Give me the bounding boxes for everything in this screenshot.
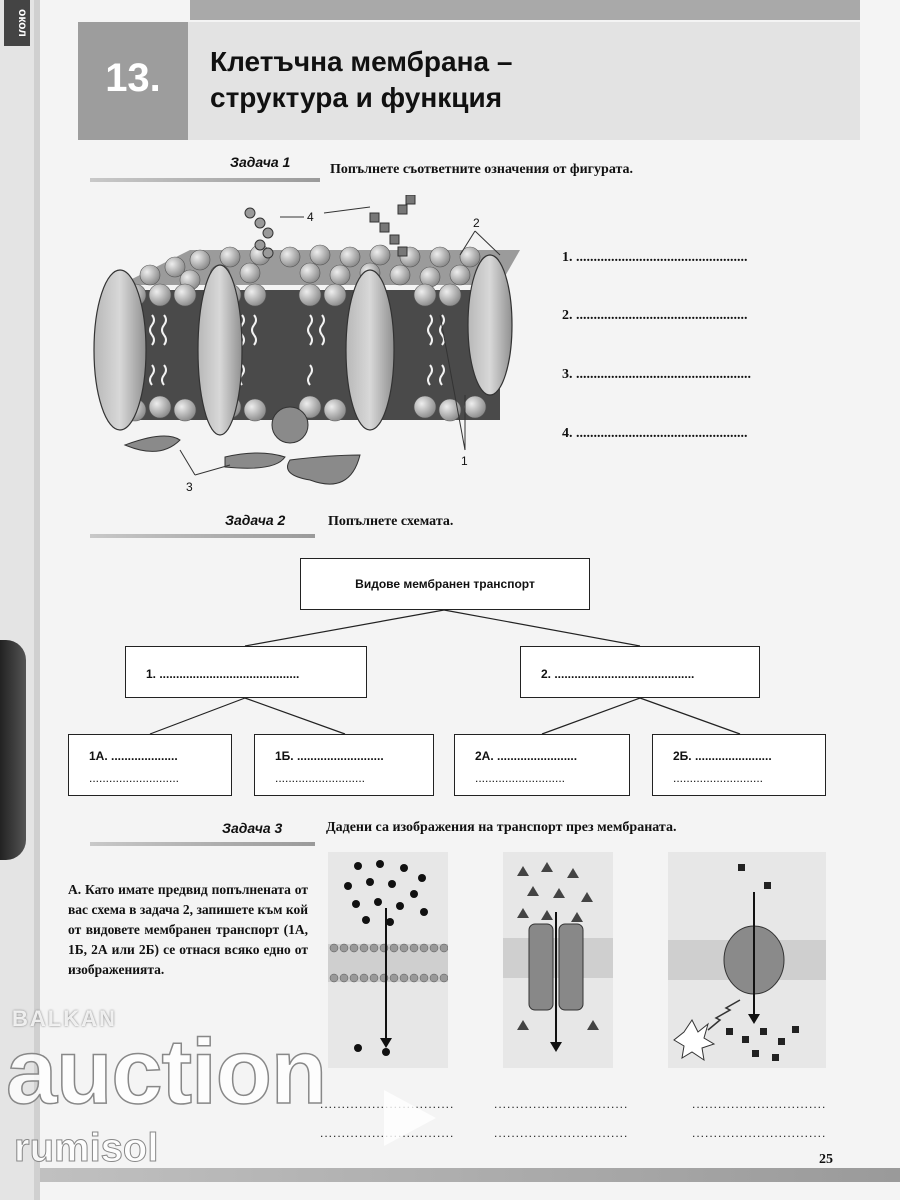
task2-rule <box>90 534 315 538</box>
task1-instruction: Попълнете съответните означения от фигур… <box>330 162 634 177</box>
title-band <box>188 22 860 140</box>
scheme-box-1B[interactable]: 1Б. .......................... .........… <box>254 734 434 796</box>
answer-line-2b[interactable]: ............................... <box>494 1126 629 1140</box>
watermark-auction: auction <box>5 1020 328 1124</box>
task1-label: Задача 1 <box>230 154 291 170</box>
carrier-diagram <box>668 864 826 1062</box>
figure-label-1: 1 <box>461 454 468 468</box>
scheme-box-1A[interactable]: 1А. .................... ...............… <box>68 734 232 796</box>
scheme-root-box: Видове мембранен транспорт <box>300 558 590 610</box>
task1-blank-4[interactable]: 4. .....................................… <box>562 426 748 441</box>
integral-protein <box>93 269 147 431</box>
scheme-box-2A-label: 2А. ........................ <box>475 749 578 763</box>
header-bar <box>190 0 860 20</box>
task3-paragraph: А. Като имате предвид попълнената от вас… <box>68 882 308 977</box>
task1-blank-1[interactable]: 1. .....................................… <box>562 250 748 265</box>
integral-protein <box>467 254 513 396</box>
peripheral-protein <box>271 406 309 444</box>
footer-bar <box>40 1168 900 1182</box>
task2-instruction: Попълнете схемата. <box>328 514 454 529</box>
chapter-number-box: 13. <box>78 22 188 140</box>
task3-rule <box>90 842 315 846</box>
watermark-user: rumisol <box>13 1126 159 1171</box>
scheme-box-1-label: 1. .....................................… <box>146 667 300 681</box>
answer-line-2a[interactable]: ............................... <box>494 1097 629 1111</box>
watermark-arrow-icon <box>384 1090 436 1146</box>
task3-instruction: Дадени са изображения на транспорт през … <box>326 820 677 835</box>
diffusion-diagram <box>328 860 449 1056</box>
integral-protein <box>197 264 243 436</box>
scheme-box-1A-label: 1А. .................... <box>89 749 178 763</box>
scheme-box-2A[interactable]: 2А. ........................ ...........… <box>454 734 630 796</box>
scheme-root-label: Видове мембранен транспорт <box>355 577 535 591</box>
task2-label: Задача 2 <box>225 512 286 528</box>
scheme-box-1A-dots: ........................... <box>89 771 180 785</box>
page-title: Клетъчна мембрана – структура и функция <box>210 44 630 116</box>
task1-blank-2[interactable]: 2. .....................................… <box>562 308 748 323</box>
scheme-box-2A-dots: ........................... <box>475 771 566 785</box>
scheme-box-2B-label: 2Б. ....................... <box>673 749 772 763</box>
task1-blank-3[interactable]: 3. .....................................… <box>562 367 751 382</box>
channel-diagram <box>503 862 613 1052</box>
task1-rule <box>90 178 320 182</box>
transport-image-2 <box>503 852 613 1068</box>
scheme-box-1[interactable]: 1. .....................................… <box>125 646 367 698</box>
watermark-brand: BALKAN <box>12 1006 117 1031</box>
scheme-box-2-label: 2. .....................................… <box>541 667 695 681</box>
figure-label-4: 4 <box>307 210 314 224</box>
figure-label-2: 2 <box>473 216 480 230</box>
page-number: 25 <box>819 1152 833 1167</box>
adjacent-page-edge: окол <box>0 0 40 1200</box>
task3-label: Задача 3 <box>222 820 283 836</box>
side-tab: окол <box>4 0 30 46</box>
scheme-box-1B-label: 1Б. .......................... <box>275 749 384 763</box>
scheme-box-1B-dots: ........................... <box>275 771 366 785</box>
figure-label-3: 3 <box>186 480 193 494</box>
answer-line-3a[interactable]: ............................... <box>692 1097 827 1111</box>
title-line-1: Клетъчна мембрана – <box>210 46 513 77</box>
chapter-number: 13. <box>105 56 161 100</box>
scheme-box-2B-dots: ........................... <box>673 771 764 785</box>
membrane-figure: 4 2 1 3 <box>93 195 520 494</box>
title-line-2: структура и функция <box>210 82 503 113</box>
page-gutter <box>34 0 40 1200</box>
scheme-box-2[interactable]: 2. .....................................… <box>520 646 760 698</box>
scheme-box-2B[interactable]: 2Б. ....................... ............… <box>652 734 826 796</box>
transport-image-3 <box>668 852 826 1068</box>
integral-protein <box>345 269 395 431</box>
answer-line-3b[interactable]: ............................... <box>692 1126 827 1140</box>
transport-image-1 <box>328 852 449 1068</box>
adjacent-page-photo <box>0 640 26 860</box>
